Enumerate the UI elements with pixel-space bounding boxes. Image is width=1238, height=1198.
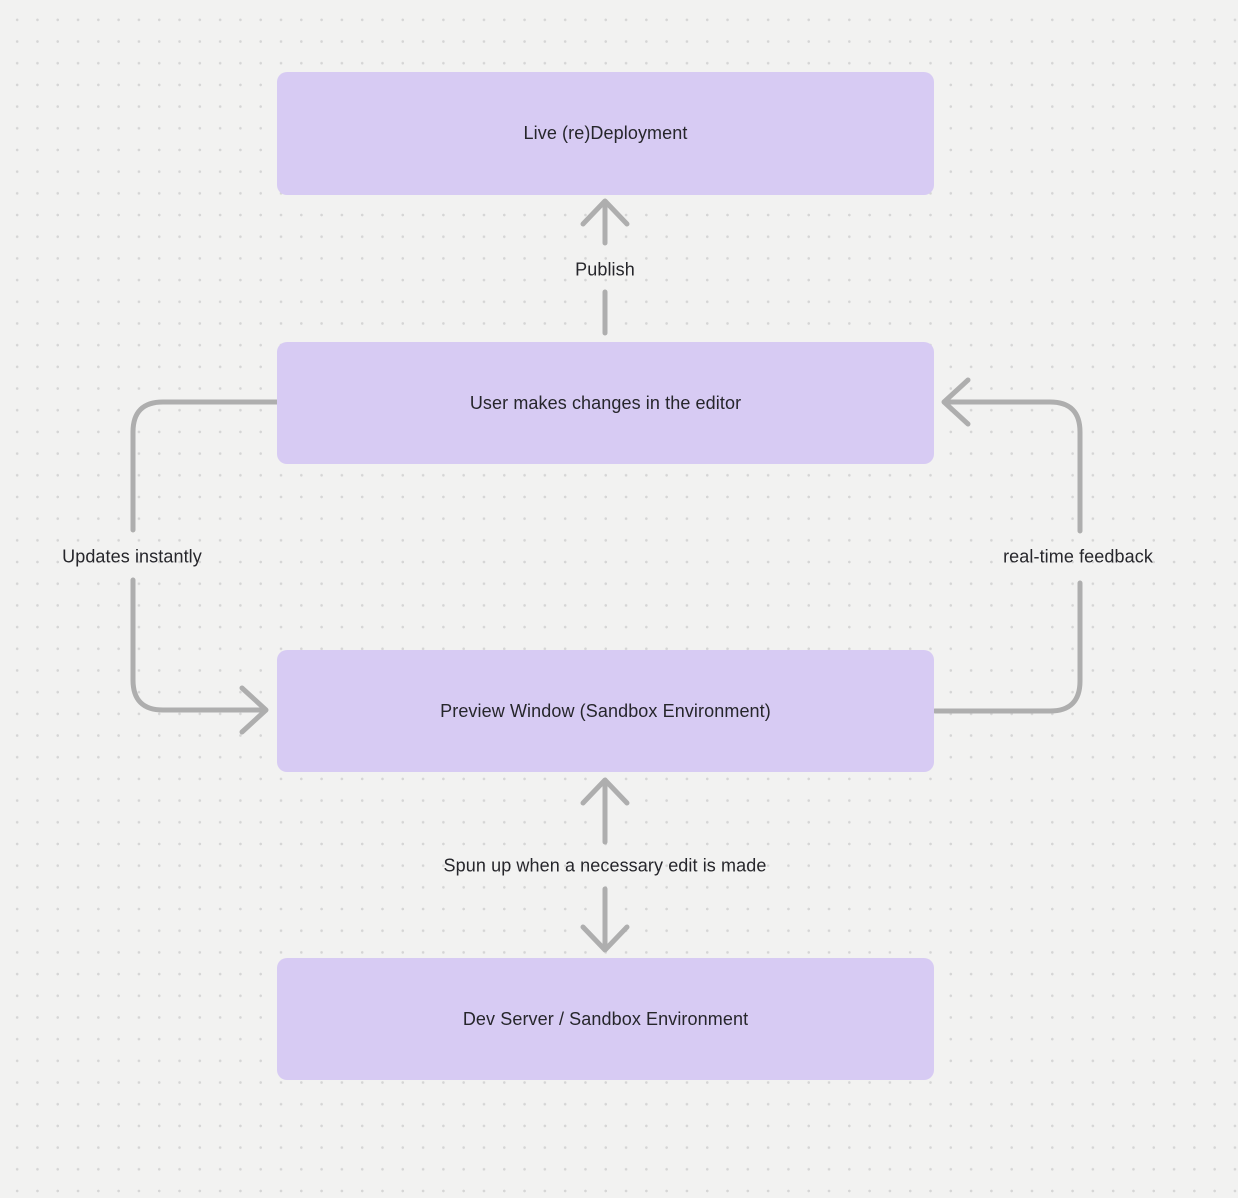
node-user-changes[interactable]: User makes changes in the editor <box>277 342 934 464</box>
arrowhead-left-icon <box>941 377 971 427</box>
node-preview-window-label: Preview Window (Sandbox Environment) <box>440 700 771 721</box>
arrowhead-down-icon <box>580 924 630 953</box>
node-dev-server-label: Dev Server / Sandbox Environment <box>462 1008 749 1029</box>
edge-label-realtime-feedback[interactable]: real-time feedback <box>1003 546 1153 567</box>
node-user-changes-label: User makes changes in the editor <box>469 392 742 413</box>
edge-publish-arrow[interactable] <box>580 198 630 336</box>
arrowhead-up-icon <box>580 777 630 806</box>
edge-updates-instantly-arrow[interactable] <box>130 399 280 735</box>
edge-realtime-feedback-arrow[interactable] <box>932 377 1083 714</box>
arrowhead-up-icon <box>580 198 630 227</box>
node-live-redeployment-label: Live (re)Deployment <box>523 123 688 143</box>
node-preview-window[interactable]: Preview Window (Sandbox Environment) <box>277 650 934 772</box>
edge-spun-up-arrow[interactable] <box>580 777 630 953</box>
arrowhead-right-icon <box>239 685 269 735</box>
node-dev-server[interactable]: Dev Server / Sandbox Environment <box>277 958 934 1080</box>
edge-label-publish[interactable]: Publish <box>575 259 635 280</box>
edge-label-updates-instantly[interactable]: Updates instantly <box>62 546 202 567</box>
node-live-redeployment[interactable]: Live (re)Deployment <box>277 72 934 195</box>
edge-label-spun-up[interactable]: Spun up when a necessary edit is made <box>443 855 767 876</box>
